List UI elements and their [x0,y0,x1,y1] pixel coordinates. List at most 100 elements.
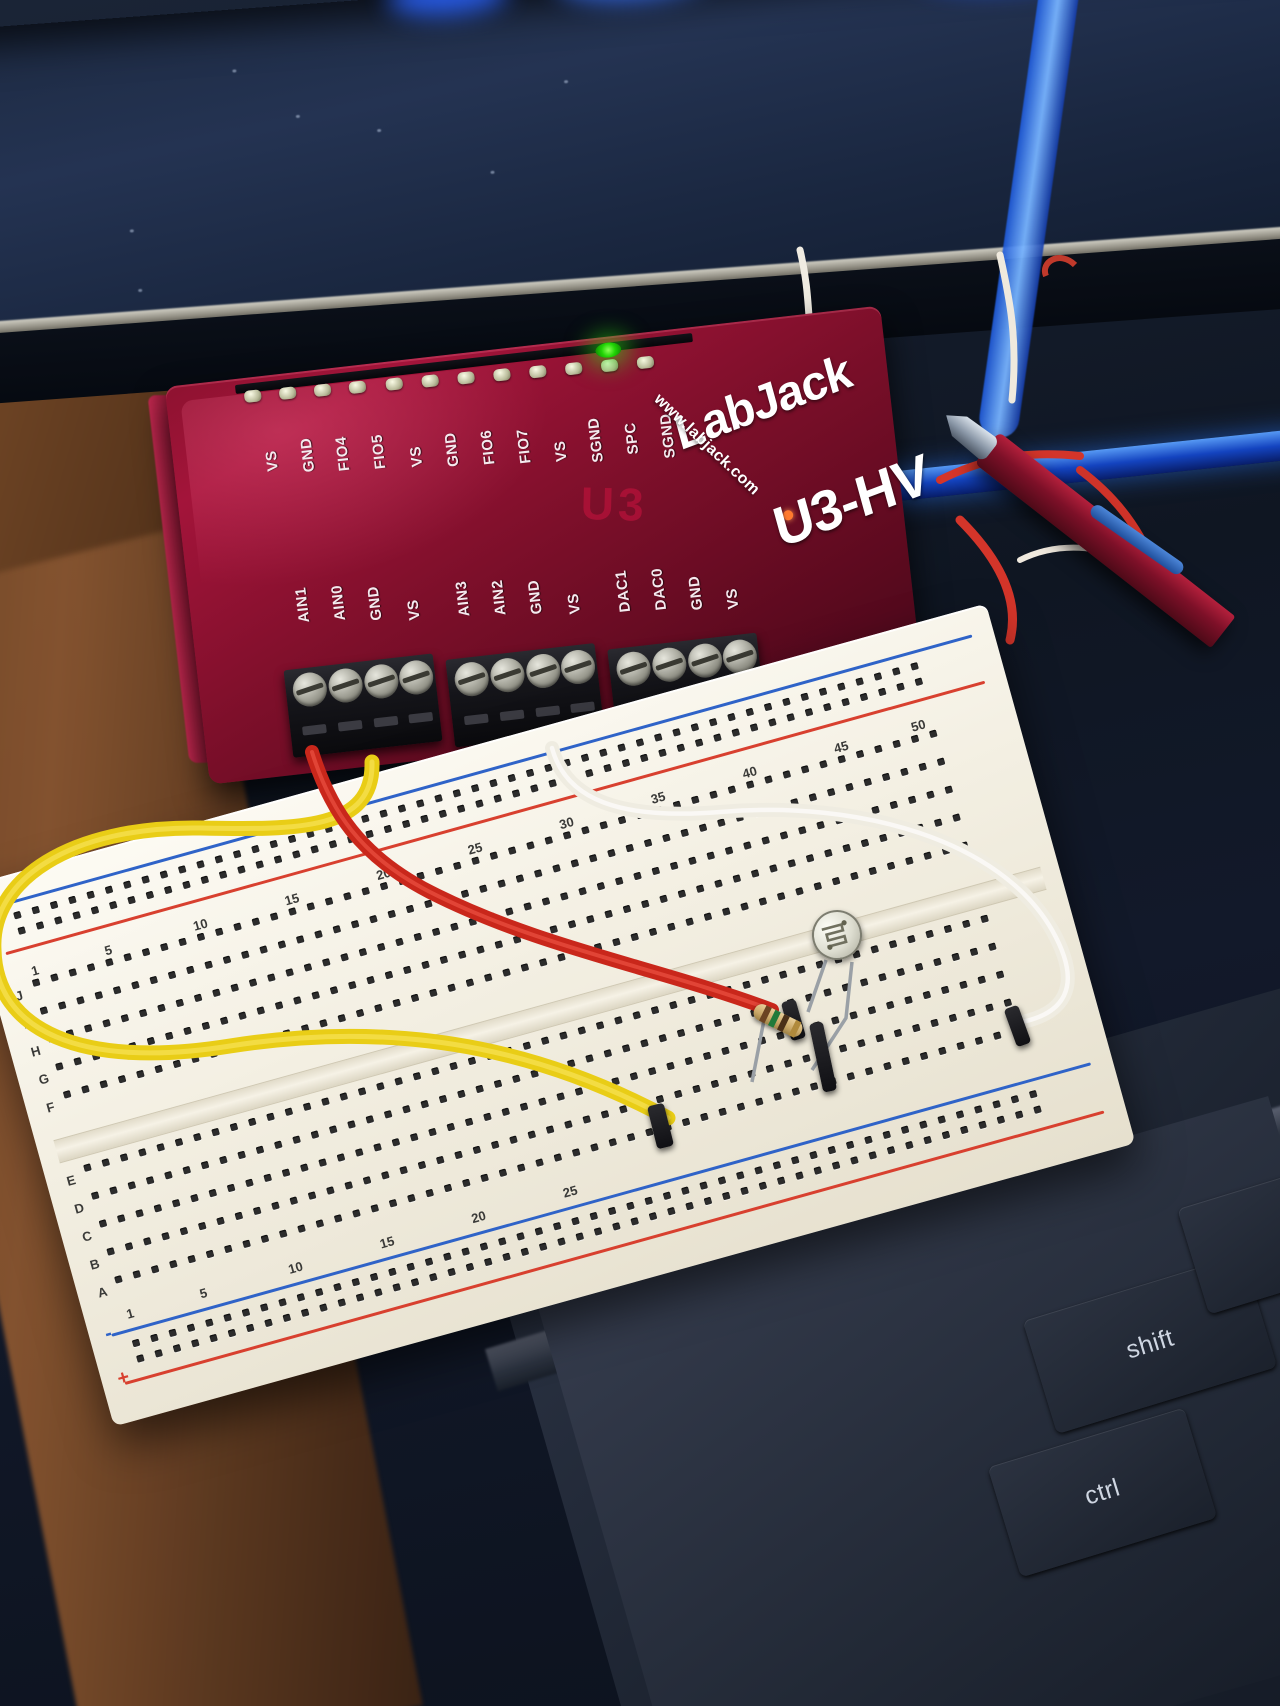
pin-label-gnd-5: GND [685,574,707,612]
breadboard-hole [941,1130,951,1140]
breadboard-hole [141,875,150,884]
breadboard-hole [724,846,734,855]
breadboard-hole [758,1181,768,1191]
breadboard-hole [145,1176,155,1185]
breadboard-hole [369,914,378,924]
breadboard-hole [633,871,642,881]
breadboard-hole [841,697,850,707]
breadboard-hole [905,856,914,866]
breadboard-hole [878,972,887,982]
terminal-screw[interactable] [362,662,401,701]
breadboard-hole [684,1056,694,1066]
pin-label-gnd-3: GND [364,585,386,622]
breadboard-hole [182,1165,192,1175]
breadboard-hole [358,947,368,957]
breadboard-hole [83,1024,93,1033]
breadboard-hole [992,1100,1001,1109]
breadboard-hole [410,1277,420,1287]
breadboard-hole [593,1082,602,1091]
solder-pad [564,361,583,376]
breadboard-hole [680,828,690,838]
breadboard-hole [630,932,640,942]
rail-sign-positive: + [114,1366,132,1391]
breadboard-hole [658,1033,668,1043]
breadboard-hole [460,889,470,899]
breadboard-hole [714,879,723,888]
breadboard-hole [681,1117,691,1127]
breadboard-hole [910,734,920,744]
breadboard-hole [388,1267,397,1277]
breadboard-hole [589,1211,599,1221]
terminal-screw[interactable] [614,649,653,688]
terminal-screw[interactable] [524,652,563,690]
breadboard-hole [446,1122,456,1132]
breadboard-hole [703,912,713,922]
breadboard-hole [694,738,704,748]
breadboard-hole [54,916,63,925]
terminal-screw[interactable] [397,658,435,697]
breadboard-hole [340,952,349,962]
pin-label-dac1: DAC1 [612,569,635,614]
breadboard-hole [713,1018,723,1028]
breadboard-hole [461,1247,470,1256]
col-num-10-low: 10 [286,1258,305,1277]
breadboard-hole [424,899,433,909]
terminal-slot [373,715,399,728]
breadboard-hole [399,1165,408,1175]
breadboard-hole [860,838,870,848]
row-letter-a: A [95,1283,110,1301]
breadboard-hole [540,1036,550,1046]
breadboard-hole [941,846,951,856]
terminal-screw[interactable] [559,648,597,686]
breadboard-hole [200,875,210,885]
breadboard-hole [245,1178,254,1188]
breadboard-hole [897,828,906,838]
terminal-screw[interactable] [650,645,689,684]
terminal-screw[interactable] [488,656,527,694]
breadboard-hole [370,1204,380,1213]
terminal-block-ain[interactable] [283,653,443,758]
breadboard-hole [870,945,880,954]
col-num-5: 5 [102,942,114,959]
breadboard-hole [797,965,806,974]
breadboard-hole [886,861,896,871]
breadboard-hole [988,942,997,952]
terminal-screw[interactable] [326,666,365,705]
breadboard-hole [438,809,448,819]
breadboard-hole [450,922,459,932]
terminal-screw[interactable] [291,670,329,709]
breadboard-hole [974,1105,983,1114]
breadboard-hole [980,914,989,924]
breadboard-hole [562,831,572,840]
breadboard-hole [333,1214,343,1223]
breadboard-hole [868,866,878,876]
breadboard-hole [930,1018,939,1028]
breadboard-hole [255,860,265,869]
breadboard-hole [493,794,503,803]
breadboard-hole [879,833,888,843]
breadboard-hole [611,1077,620,1086]
breadboard-hole [541,897,551,906]
breadboard-hole [846,1072,856,1081]
breadboard-hole [409,1132,419,1142]
breadboard-hole [398,876,407,886]
breadboard-hole [138,1008,148,1018]
breadboard-hole [515,874,525,883]
terminal-screw[interactable] [686,641,724,680]
breadboard-hole [735,1171,745,1180]
breadboard-hole [721,1191,731,1201]
breadboard-hole [226,1183,236,1193]
breadboard-hole [778,970,788,980]
breadboard-hole [174,1137,184,1147]
breadboard-hole [457,1089,466,1099]
breadboard-hole [926,790,935,800]
breadboard-hole [809,1082,819,1091]
breadboard-hole [479,884,488,894]
breadboard-hole [314,1287,324,1297]
breadboard-hole [138,1148,147,1157]
breadboard-hole [204,960,214,970]
terminal-screw[interactable] [452,660,491,698]
breadboard-hole [782,770,792,779]
breadboard-hole [581,826,590,835]
row-letter-e: E [64,1172,78,1189]
